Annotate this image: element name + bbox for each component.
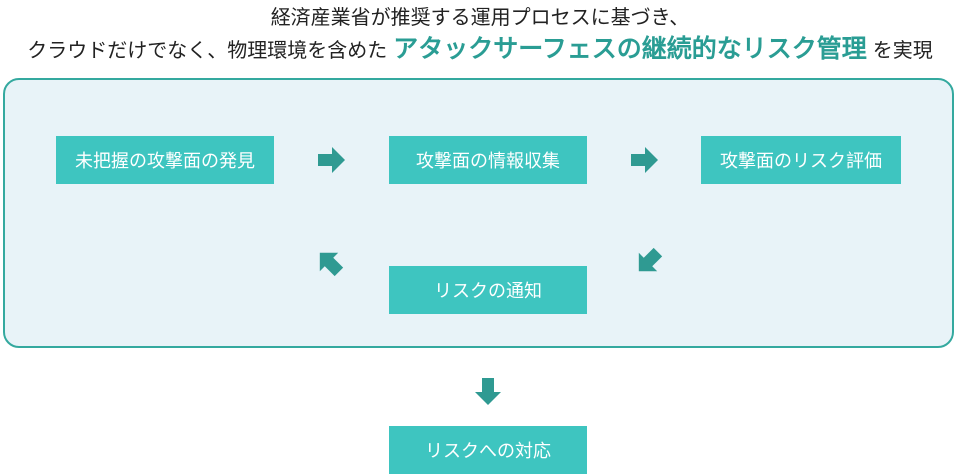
heading-prefix: クラウドだけでなく、物理環境を含めた: [27, 38, 388, 62]
arrow-down-icon: [472, 376, 504, 408]
heading-line-2: クラウドだけでなく、物理環境を含めたアタックサーフェスの継続的なリスク管理を実現: [0, 32, 960, 67]
step-collect-box: 攻撃面の情報収集: [389, 136, 587, 184]
heading-highlight: アタックサーフェスの継続的なリスク管理: [393, 34, 867, 63]
heading-line-1: 経済産業省が推奨する運用プロセスに基づき、: [270, 5, 690, 29]
step-discover-box: 未把握の攻撃面の発見: [56, 136, 274, 184]
arrow-right-icon: [629, 144, 661, 176]
step-notify-box: リスクの通知: [389, 266, 587, 314]
arrow-right-icon: [316, 144, 348, 176]
arrow-up-left-icon: [313, 246, 345, 278]
step-evaluate-box: 攻撃面のリスク評価: [701, 136, 901, 184]
arrow-down-left-icon: [632, 246, 664, 278]
heading-suffix: を実現: [872, 38, 933, 62]
outcome-box: リスクへの対応: [389, 426, 587, 474]
